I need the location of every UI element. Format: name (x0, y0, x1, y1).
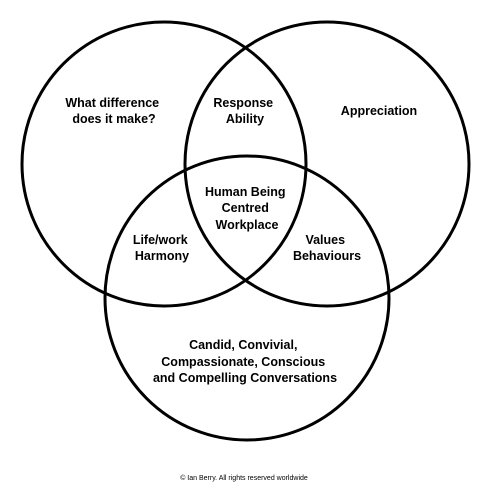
copyright-footer: © Ian Berry. All rights reserved worldwi… (180, 474, 308, 482)
circle-right (183, 20, 471, 308)
label-top-overlap: Response Ability (213, 96, 276, 126)
label-left-bottom-overlap: Life/work Harmony (133, 233, 191, 263)
label-right-bottom-overlap: Values Behaviours (293, 233, 361, 263)
circle-left (20, 20, 308, 308)
circle-bottom (103, 154, 391, 442)
label-center: Human Being Centred Workplace (205, 185, 289, 232)
label-left-only: What difference does it make? (65, 96, 162, 126)
label-right-only: Appreciation (341, 104, 417, 118)
label-bottom-only: Candid, Convivial, Compassionate, Consci… (153, 338, 337, 385)
